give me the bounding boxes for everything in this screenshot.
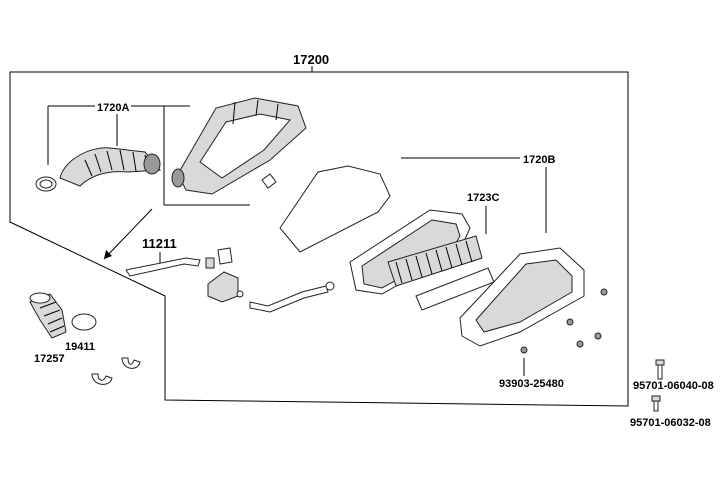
arrow-head: [104, 250, 112, 259]
label-17257: 17257: [34, 353, 65, 365]
arrow-line: [103, 208, 153, 260]
filter-frame: [349, 209, 471, 295]
label-1720a: 1720A: [97, 102, 129, 114]
intake-duct: [35, 147, 162, 192]
hose-clips: [91, 357, 141, 385]
duct-boot: [29, 292, 67, 339]
assembly-frame: [9, 71, 629, 407]
leader-1720a: [47, 105, 190, 165]
leader-1720b: [401, 157, 547, 233]
filter-gasket: [279, 165, 391, 253]
cover-screws: [520, 288, 608, 354]
label-19411: 19411: [65, 341, 95, 353]
airbox-body: [171, 97, 307, 195]
label-95701-06032-08: 95701-06032-08: [630, 417, 711, 429]
drain-valve: [207, 247, 244, 303]
filter-element: [387, 235, 495, 311]
label-1723c: 1723C: [467, 192, 499, 204]
filter-cover: [459, 247, 585, 347]
clamp-19411: [71, 313, 97, 331]
label-95701-06040-08: 95701-06040-08: [633, 380, 714, 392]
bolt-95701-06032: [651, 395, 661, 412]
label-11211: 11211: [142, 236, 177, 251]
leader-1720a-box: [163, 106, 250, 206]
label-1720b: 1720B: [523, 154, 555, 166]
label-17200: 17200: [293, 52, 329, 67]
label-93903-25480: 93903-25480: [499, 378, 564, 390]
bolt-95701-06040: [655, 359, 665, 380]
drain-hose: [125, 257, 335, 313]
